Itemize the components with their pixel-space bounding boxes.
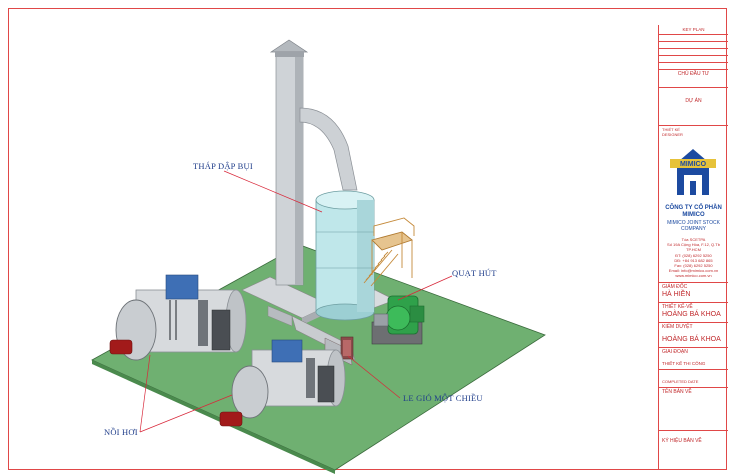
contact-web: www.mimico.com.vn: [675, 273, 712, 278]
address-line-1: Tòa SCETPA: [681, 237, 706, 242]
callout-damper: LE GIÓ MỘT CHIỀU: [403, 393, 483, 403]
address-line-3: TP.HCM: [686, 247, 701, 252]
callout-boiler: NỒI HƠI: [104, 427, 138, 437]
contact-phone: ĐT: (028) 6292 5250: [675, 253, 712, 258]
project-label: DỰ ÁN: [685, 98, 702, 104]
design-by: HOÀNG BÁ KHOA: [662, 311, 721, 318]
chimney-cap: [269, 39, 309, 53]
company-name-vi: CÔNG TY CỔ PHẦN MIMICO: [665, 205, 722, 218]
leader-fan: [397, 275, 453, 301]
boiler-1: [109, 274, 247, 361]
service-platform: [363, 217, 415, 287]
designer-label: THIẾT KẾ: [662, 127, 680, 132]
contact-mobile: DĐ: +84 913 682 865: [674, 258, 713, 263]
title-block: KEY PLAN CHỦ ĐẦU TƯ DỰ ÁN THIẾT KẾ DESIG…: [658, 25, 728, 470]
leader-boiler-a: [139, 354, 151, 433]
drawing-title-label: TÊN BẢN VẼ: [662, 389, 692, 395]
check-by: HOÀNG BÁ KHOA: [662, 336, 721, 343]
address-line-2: Số 19A Cộng Hòa, F.12, Q.Tb: [667, 242, 720, 247]
completed-date-label: COMPLETED DATE: [662, 379, 699, 384]
phase-value: THIẾT KẾ THI CÔNG: [662, 361, 706, 366]
leader-boiler-b: [139, 394, 233, 433]
drawing-frame: [8, 8, 727, 470]
company-name-en: MIMICO JOINT STOCK COMPANY: [667, 220, 720, 232]
leader-damper: [347, 355, 401, 399]
bent-pipe: [299, 107, 358, 191]
contact-email: Email: info@mimico.com.vn: [668, 268, 719, 273]
burner-2: [219, 411, 243, 427]
contact-fax: Fax: (028) 6292 5250: [674, 263, 713, 268]
designer-sub: DESIGNER: [662, 132, 683, 137]
check-label: KIỂM DUYỆT: [662, 324, 693, 330]
director-name: HÀ HIỀN: [662, 291, 691, 298]
design-label: THIẾT KẾ-VẼ: [662, 304, 693, 310]
mimico-logo: MIMICO: [670, 149, 716, 195]
phase-label: GIAI ĐOẠN: [662, 349, 688, 355]
callout-tower: THÁP DẬP BỤI: [193, 161, 253, 171]
owner-label: CHỦ ĐẦU TƯ: [677, 71, 710, 77]
director-label: GIÁM ĐỐC: [662, 284, 688, 290]
burner-1: [109, 339, 133, 355]
boiler-2: [219, 339, 346, 427]
callout-fan: QUẠT HÚT: [452, 268, 497, 278]
leader-tower: [223, 170, 323, 213]
drawing-no-label: KÝ HIỆU BẢN VẼ: [662, 438, 702, 444]
logo-text: MIMICO: [680, 161, 707, 168]
key-plan-label: KEY PLAN: [682, 27, 705, 32]
